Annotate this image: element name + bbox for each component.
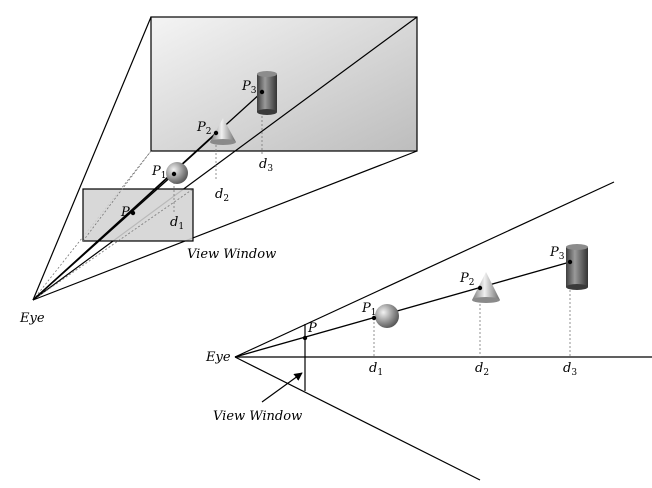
d1-label-side: d1 <box>369 361 383 378</box>
side-ray-to-p3 <box>234 261 571 358</box>
view-window-arrow <box>261 372 303 403</box>
side-point-p3-dot <box>567 259 573 265</box>
d1-label-3d: d1 <box>170 215 184 232</box>
point-p2-dot <box>213 130 219 136</box>
view-window-label-3d: View Window <box>187 247 276 262</box>
eye-label-side: Eye <box>205 350 231 365</box>
p3-label-side: P3 <box>549 245 565 262</box>
point-p-dot <box>130 210 136 216</box>
side-point-p-dot <box>302 335 308 341</box>
cylinder-object <box>257 71 277 115</box>
d3-label-side: d3 <box>563 361 577 378</box>
side-frustum-top <box>234 181 615 358</box>
cone-object <box>210 118 236 145</box>
eye-label-3d: Eye <box>19 311 45 326</box>
point-p-label-3d: P <box>120 205 130 220</box>
point-p3-dot <box>259 89 265 95</box>
sphere-object <box>166 162 188 184</box>
point-p-label-side: P <box>307 321 317 336</box>
frustum-edge-top-left <box>32 16 152 301</box>
side-frustum-bottom <box>234 356 481 481</box>
view-window-label-side: View Window <box>213 409 302 424</box>
side-view: Eye P P1 P2 P3 d1 d2 d3 View Window <box>205 181 652 481</box>
d3-label-3d: d3 <box>259 157 273 174</box>
p1-label-3d: P1 <box>151 164 166 181</box>
p2-label-3d: P2 <box>196 120 211 137</box>
side-sphere-object <box>375 304 399 328</box>
frustum-edge-top-right <box>32 16 418 301</box>
d2-label-3d: d2 <box>215 187 229 204</box>
hidden-edge <box>32 188 194 301</box>
side-cylinder-object <box>566 244 588 290</box>
p3-label-3d: P3 <box>241 79 257 96</box>
side-cone-object <box>472 272 500 303</box>
hidden-edge <box>82 150 152 242</box>
far-plane <box>150 16 418 152</box>
view-window-3d <box>82 188 194 242</box>
frustum-edge-bottom-right <box>32 150 418 301</box>
p1-label-side: P1 <box>361 301 376 318</box>
side-point-p2-dot <box>477 285 483 291</box>
side-point-p1-dot <box>371 315 377 321</box>
d2-label-side: d2 <box>475 361 489 378</box>
point-p1-dot <box>171 171 177 177</box>
p2-label-side: P2 <box>459 271 474 288</box>
frustum-3d-view: Eye P P1 P2 P3 d1 d2 d3 View Window <box>19 16 418 326</box>
